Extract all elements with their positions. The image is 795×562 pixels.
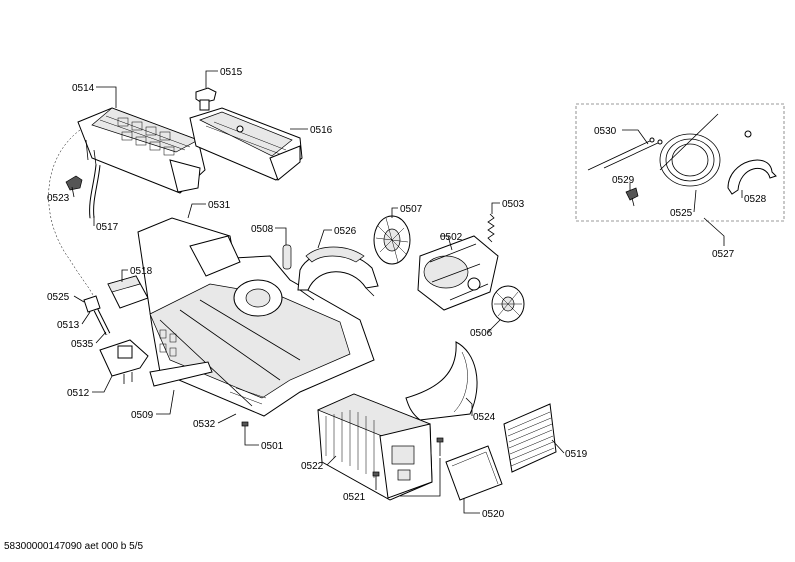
callout-0519: 0519 [565,449,588,460]
callout-0514: 0514 [72,83,95,94]
drawing-number: 58300000147090 aet 000 b 5/5 [4,541,144,552]
callout-0520: 0520 [482,509,505,520]
callout-0535: 0535 [71,339,94,350]
part-0514-filter-housing [77,107,206,194]
part-0508-pin [282,244,292,270]
part-0530-rods [587,137,663,171]
kit-box-0527 [575,103,785,222]
callout-0531: 0531 [208,200,231,211]
callout-0521: 0521 [343,492,366,503]
callout-0528: 0528 [744,194,767,205]
callout-0513: 0513 [57,320,80,331]
part-0502-motor [417,235,499,311]
callout-0501: 0501 [261,441,284,452]
part-0526-bracket [297,246,379,301]
callout-0523: 0523 [47,193,70,204]
part-0523-clip [65,175,83,191]
part-0522-condenser [317,393,433,501]
callout-0509: 0509 [131,410,154,421]
part-0503-spring [487,213,495,243]
part-0519-grille [503,403,557,473]
callout-0512: 0512 [67,388,90,399]
part-0512-holder [99,339,149,384]
callout-0506: 0506 [470,328,493,339]
part-0506-fan-wheel [491,285,525,323]
callout-0524: 0524 [473,412,496,423]
callout-0525-kit: 0525 [670,208,693,219]
part-0517-hose [89,164,101,219]
part-0501-screw [241,421,249,438]
leader-lines [71,70,743,514]
callout-0507: 0507 [400,204,423,215]
callout-0517: 0517 [96,222,119,233]
callout-labels: 0514 0515 0516 0523 0517 0531 0508 0526 … [47,67,767,520]
callout-0530: 0530 [594,126,617,137]
part-0529-screw [625,187,639,207]
callout-0522: 0522 [301,461,324,472]
callout-0527: 0527 [712,249,735,260]
part-0507-fan-wheel [373,215,411,265]
callout-0525-left: 0525 [47,292,70,303]
callout-0502: 0502 [440,232,463,243]
part-0524-seal [405,341,478,421]
callout-0518: 0518 [130,266,153,277]
part-0532-base [137,217,375,417]
callout-0508: 0508 [251,224,274,235]
part-0518-cover [107,275,149,309]
hose-route-0525 [48,129,97,303]
part-0528-clamp [727,130,777,195]
callout-0532: 0532 [193,419,216,430]
part-0521-screws [372,437,444,490]
callout-0526: 0526 [334,226,357,237]
part-0516-container [189,107,303,181]
part-0513-connector [83,295,111,336]
part-0520-flap [445,445,503,501]
callout-0516: 0516 [310,125,333,136]
callout-0529: 0529 [612,175,635,186]
part-0525-coil-hose [659,113,721,187]
callout-0515: 0515 [220,67,243,78]
part-0515-cap [195,87,217,111]
callout-0503: 0503 [502,199,525,210]
